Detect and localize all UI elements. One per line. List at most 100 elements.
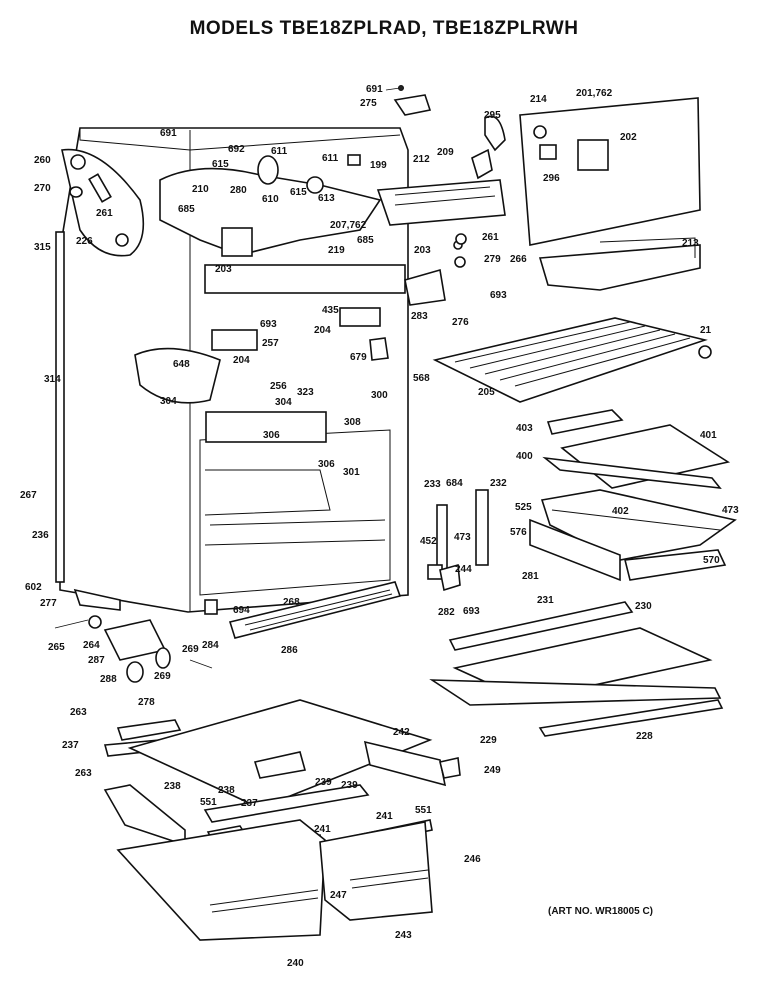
part-callout-213: 213 — [682, 238, 699, 249]
part-callout-247: 247 — [330, 890, 347, 901]
part-callout-296: 296 — [543, 173, 560, 184]
part-callout-204: 204 — [233, 355, 250, 366]
part-callout-551: 551 — [415, 805, 432, 816]
part-callout-648: 648 — [173, 359, 190, 370]
part-callout-257: 257 — [262, 338, 279, 349]
part-callout-301: 301 — [343, 467, 360, 478]
part-callout-284: 284 — [202, 640, 219, 651]
small-parts-top — [385, 85, 506, 245]
part-callout-282: 282 — [438, 607, 455, 618]
part-callout-551: 551 — [200, 797, 217, 808]
part-callout-228: 228 — [636, 731, 653, 742]
freezer-panel — [519, 97, 701, 291]
part-callout-238: 238 — [218, 785, 235, 796]
part-callout-212: 212 — [413, 154, 430, 165]
part-callout-275: 275 — [360, 98, 377, 109]
part-callout-260: 260 — [34, 155, 51, 166]
part-callout-277: 277 — [40, 598, 57, 609]
part-callout-300: 300 — [371, 390, 388, 401]
part-callout-230: 230 — [635, 601, 652, 612]
part-callout-452: 452 — [420, 536, 437, 547]
part-callout-323: 323 — [297, 387, 314, 398]
part-callout-270: 270 — [34, 183, 51, 194]
part-callout-249: 249 — [484, 765, 501, 776]
glass-shelf-upper — [529, 409, 737, 582]
part-callout-295: 295 — [484, 110, 501, 121]
part-callout-204: 204 — [314, 325, 331, 336]
part-callout-237: 237 — [241, 798, 258, 809]
part-callout-231: 231 — [537, 595, 554, 606]
part-callout-268: 268 — [283, 597, 300, 608]
part-callout-315: 315 — [34, 242, 51, 253]
part-callout-209: 209 — [437, 147, 454, 158]
part-callout-214: 214 — [530, 94, 547, 105]
part-callout-286: 286 — [281, 645, 298, 656]
part-callout-239: 239 — [315, 777, 332, 788]
part-callout-203: 203 — [215, 264, 232, 275]
part-callout-232: 232 — [490, 478, 507, 489]
part-callout-615: 615 — [290, 187, 307, 198]
part-callout-207-762: 207,762 — [330, 220, 367, 231]
part-callout-269: 269 — [154, 671, 171, 682]
part-callout-314: 314 — [44, 374, 61, 385]
part-callout-199: 199 — [370, 160, 387, 171]
part-callout-576: 576 — [510, 527, 527, 538]
part-callout-685: 685 — [357, 235, 374, 246]
part-callout-283: 283 — [411, 311, 428, 322]
part-callout-263: 263 — [75, 768, 92, 779]
part-callout-266: 266 — [510, 254, 527, 265]
part-callout-473: 473 — [454, 532, 471, 543]
part-callout-694: 694 — [233, 605, 250, 616]
part-callout-267: 267 — [20, 490, 37, 501]
part-callout-400: 400 — [516, 451, 533, 462]
crisper-assembly — [103, 699, 461, 941]
lower-left-parts — [54, 588, 213, 683]
part-callout-435: 435 — [322, 305, 339, 316]
part-callout-304: 304 — [275, 397, 292, 408]
part-callout-287: 287 — [88, 655, 105, 666]
part-callout-691: 691 — [366, 84, 383, 95]
part-callout-308: 308 — [344, 417, 361, 428]
part-callout-306: 306 — [263, 430, 280, 441]
part-callout-236: 236 — [32, 530, 49, 541]
part-callout-229: 229 — [480, 735, 497, 746]
part-callout-261: 261 — [96, 208, 113, 219]
part-callout-280: 280 — [230, 185, 247, 196]
part-callout-684: 684 — [446, 478, 463, 489]
part-callout-304: 304 — [160, 396, 177, 407]
part-callout-243: 243 — [395, 930, 412, 941]
part-callout-237: 237 — [62, 740, 79, 751]
part-callout-226: 226 — [76, 236, 93, 247]
part-callout-306: 306 — [318, 459, 335, 470]
part-callout-473: 473 — [722, 505, 739, 516]
part-callout-281: 281 — [522, 571, 539, 582]
part-callout-238: 238 — [164, 781, 181, 792]
part-callout-261: 261 — [482, 232, 499, 243]
left-parts — [55, 148, 221, 583]
part-callout-202: 202 — [620, 132, 637, 143]
part-callout-244: 244 — [455, 564, 472, 575]
part-callout-602: 602 — [25, 582, 42, 593]
glass-shelf-lower — [429, 601, 724, 737]
part-callout-525: 525 — [515, 502, 532, 513]
part-callout-233: 233 — [424, 479, 441, 490]
part-callout-241: 241 — [314, 824, 331, 835]
wire-shelf — [432, 317, 712, 403]
part-callout-265: 265 — [48, 642, 65, 653]
part-callout-613: 613 — [318, 193, 335, 204]
part-callout-264: 264 — [83, 640, 100, 651]
part-callout-246: 246 — [464, 854, 481, 865]
cabinet — [59, 127, 409, 613]
part-callout-679: 679 — [350, 352, 367, 363]
part-callout-693: 693 — [490, 290, 507, 301]
part-callout-568: 568 — [413, 373, 430, 384]
part-callout-691: 691 — [160, 128, 177, 139]
part-callout-203: 203 — [414, 245, 431, 256]
part-callout-611: 611 — [271, 146, 288, 157]
part-callout-570: 570 — [703, 555, 720, 566]
part-callout-693: 693 — [260, 319, 277, 330]
part-callout-610: 610 — [262, 194, 279, 205]
base-grille — [204, 581, 402, 639]
